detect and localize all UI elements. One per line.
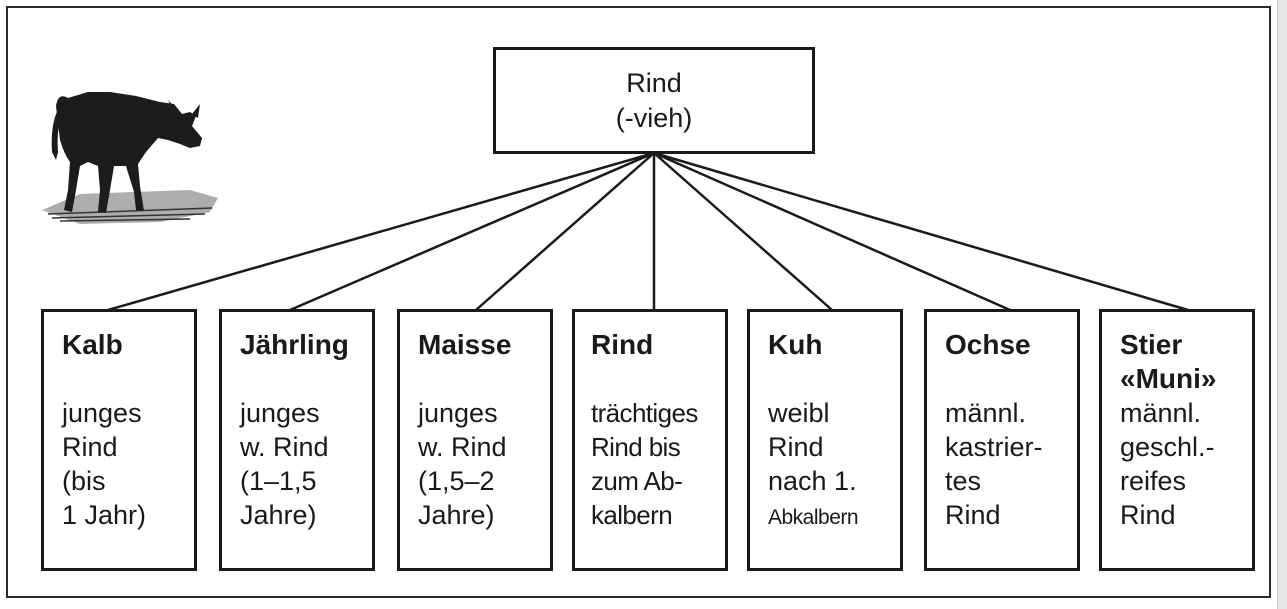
node-kalb: Kalb junges Rind (bis 1 Jahr) [41, 309, 197, 571]
node-title: Stier «Muni» [1120, 329, 1217, 394]
page-edge [1277, 0, 1287, 609]
node-stier: Stier «Muni» männl. geschl.- reifes Rind [1099, 309, 1255, 571]
connector-ochse [653, 151, 1011, 312]
node-description: weibl Rind nach 1. Abkalbern [768, 396, 900, 535]
connector-maisse [475, 152, 655, 311]
node-ochse: Ochse männl. kastrier- tes Rind [924, 309, 1080, 571]
node-description: männl. kastrier- tes Rind [945, 398, 1043, 530]
root-title: Rind [626, 67, 682, 98]
node-kuh: Kuh weibl Rind nach 1. Abkalbern [747, 309, 903, 571]
node-rind: Rind trächtiges Rind bis zum Ab- kalbern [572, 309, 728, 571]
node-title: Ochse [945, 329, 1031, 360]
node-title: Maisse [418, 329, 512, 360]
node-description: junges w. Rind (1–1,5 Jahre) [240, 398, 329, 530]
node-maisse: Maisse junges w. Rind (1,5–2 Jahre) [397, 309, 553, 571]
node-description: trächtiges Rind bis zum Ab- kalbern [591, 398, 698, 530]
node-title: Kuh [768, 329, 823, 360]
node-description-small: Abkalbern [768, 506, 859, 529]
connector-stier [653, 151, 1189, 312]
connector-jaehrling [289, 151, 655, 312]
node-description-main: weibl Rind nach 1. [768, 398, 857, 496]
root-subtitle: (-vieh) [615, 102, 693, 133]
connector-kalb [107, 151, 655, 312]
connector-kuh [653, 152, 833, 311]
node-title: Rind [591, 329, 654, 360]
root-node-rind: Rind (-vieh) [493, 47, 815, 154]
node-description: männl. geschl.- reifes Rind [1120, 398, 1215, 530]
node-title: Jährling [240, 329, 349, 360]
node-jaehrling: Jährling junges w. Rind (1–1,5 Jahre) [219, 309, 375, 571]
calf-illustration [42, 92, 218, 224]
node-description: junges w. Rind (1,5–2 Jahre) [418, 398, 507, 530]
node-description: junges Rind (bis 1 Jahr) [62, 398, 147, 530]
node-title: Kalb [62, 329, 123, 360]
